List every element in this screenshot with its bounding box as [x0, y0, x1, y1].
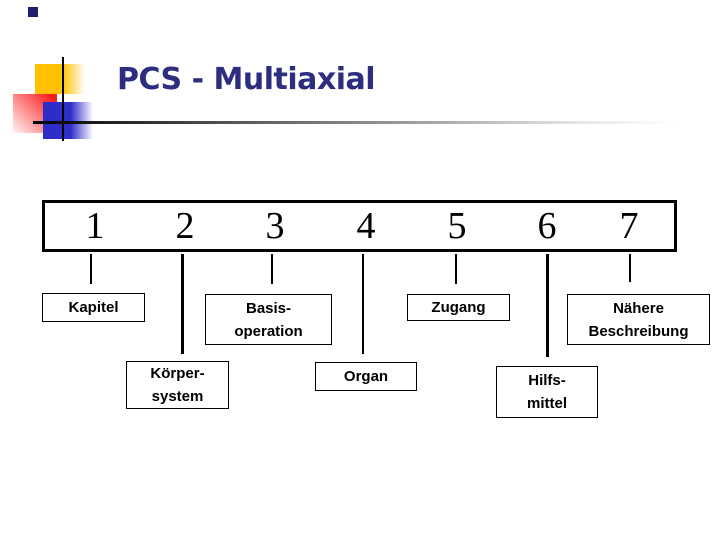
connector-line-1 [90, 254, 92, 284]
position-box: 1 2 3 4 5 6 7 [42, 200, 677, 252]
label-box-koerpersystem: Körper- system [126, 361, 229, 409]
label-text: mittel [526, 395, 567, 412]
label-text: Zugang [431, 299, 486, 316]
connector-line-5 [455, 254, 457, 284]
position-number-7: 7 [619, 205, 639, 247]
label-text: Beschreibung [588, 322, 689, 340]
label-text: Organ [343, 368, 389, 385]
label-text: system [151, 388, 204, 405]
position-number-5: 5 [447, 205, 467, 247]
connector-line-2 [181, 254, 184, 354]
logo-vertical-line [62, 57, 64, 141]
position-number-2: 2 [175, 205, 195, 247]
label-text: Hilfs- [528, 372, 566, 389]
label-text: Körper- [150, 365, 205, 382]
logo-blue-square [43, 102, 93, 139]
decorative-bullet-square [28, 7, 38, 17]
label-box-hilfsmittel: Hilfs- mittel [496, 366, 598, 418]
title-divider-line [33, 121, 676, 124]
position-number-6: 6 [537, 205, 557, 247]
label-box-organ: Organ [315, 362, 417, 391]
label-box-basisoperation: Basis- operation [205, 294, 332, 345]
label-text: Nähere [613, 299, 664, 317]
position-number-4: 4 [356, 205, 376, 247]
slide-title: PCS - Multiaxial [117, 62, 376, 97]
position-number-3: 3 [265, 205, 285, 247]
connector-line-3 [271, 254, 273, 284]
label-text: Basis- [245, 299, 292, 317]
connector-line-6 [546, 254, 549, 357]
label-box-naehere-beschreibung: Nähere Beschreibung [567, 294, 710, 345]
logo-yellow-square [35, 64, 85, 94]
label-text: operation [234, 322, 303, 340]
label-box-zugang: Zugang [407, 294, 510, 321]
connector-line-4 [362, 254, 364, 354]
label-box-kapitel: Kapitel [42, 293, 145, 322]
label-text: Kapitel [68, 299, 119, 316]
connector-line-7 [629, 254, 631, 282]
position-number-1: 1 [85, 205, 105, 247]
